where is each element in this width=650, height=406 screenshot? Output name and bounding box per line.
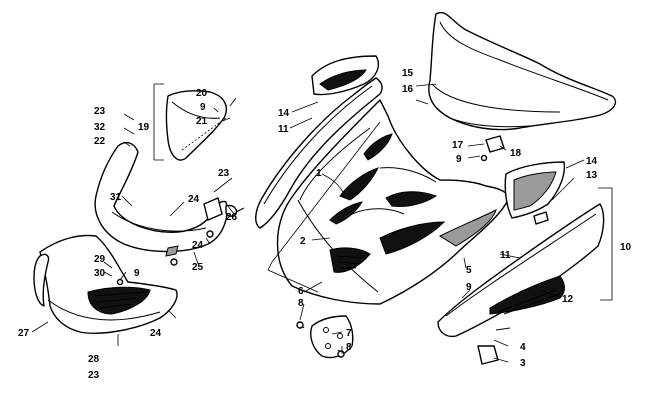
callout-7: 7 <box>346 328 352 339</box>
callout-8-lower: 8 <box>346 342 352 353</box>
callout-2: 2 <box>300 236 306 247</box>
callout-4: 4 <box>520 342 526 353</box>
windshield <box>428 11 617 131</box>
callout-30: 30 <box>94 268 106 279</box>
callout-16: 16 <box>402 84 414 95</box>
callout-22: 22 <box>94 136 106 147</box>
callout-17: 17 <box>452 140 464 151</box>
callout-9-lower-right: 9 <box>466 282 472 293</box>
callout-11-left: 11 <box>278 124 289 135</box>
leader-lines <box>31 83 613 363</box>
callout-14-right: 14 <box>586 156 598 167</box>
callout-24-upper: 24 <box>188 194 200 205</box>
callout-11-right: 11 <box>500 250 511 261</box>
callout-12: 12 <box>562 294 574 305</box>
callout-21: 21 <box>196 116 208 127</box>
lower-belly-pan <box>33 234 178 334</box>
callouts: 1 2 3 4 5 6 7 8 8 9 9 9 9 10 11 11 12 13… <box>18 68 632 381</box>
side-panel-left <box>255 55 383 229</box>
callout-10: 10 <box>620 242 632 253</box>
skid-plate <box>296 315 354 359</box>
callout-20: 20 <box>196 88 208 99</box>
callout-6: 6 <box>298 286 304 297</box>
callout-28: 28 <box>88 354 100 365</box>
callout-23-top: 23 <box>94 106 106 117</box>
callout-1: 1 <box>316 168 322 179</box>
callout-31: 31 <box>110 192 122 203</box>
hood <box>276 99 509 305</box>
side-panel-right <box>437 203 605 338</box>
callout-26: 26 <box>226 212 238 223</box>
callout-27: 27 <box>18 328 30 339</box>
callout-9-lower-left: 9 <box>134 268 140 279</box>
bracket-upper <box>480 135 505 162</box>
hood-trim-right <box>504 161 566 219</box>
callout-9-upper-left: 9 <box>200 102 206 113</box>
callout-15: 15 <box>402 68 414 79</box>
callout-13: 13 <box>586 170 598 181</box>
callout-24-middle: 24 <box>192 240 204 251</box>
callout-23-bottom: 23 <box>88 370 100 381</box>
callout-3: 3 <box>520 358 526 369</box>
callout-24-lower: 24 <box>150 328 162 339</box>
callout-29: 29 <box>94 254 106 265</box>
callout-14-left: 14 <box>278 108 290 119</box>
callout-32: 32 <box>94 122 106 133</box>
bracket-lower <box>477 327 511 365</box>
callout-18: 18 <box>510 148 522 159</box>
left-nose-panel <box>94 141 245 266</box>
callout-9-upper-right: 9 <box>456 154 462 165</box>
left-upper-panel <box>165 90 228 161</box>
callout-5: 5 <box>466 265 472 276</box>
callout-8-upper: 8 <box>298 298 304 309</box>
callout-19: 19 <box>138 122 150 133</box>
callout-25: 25 <box>192 262 204 273</box>
callout-23-mid: 23 <box>218 168 230 179</box>
